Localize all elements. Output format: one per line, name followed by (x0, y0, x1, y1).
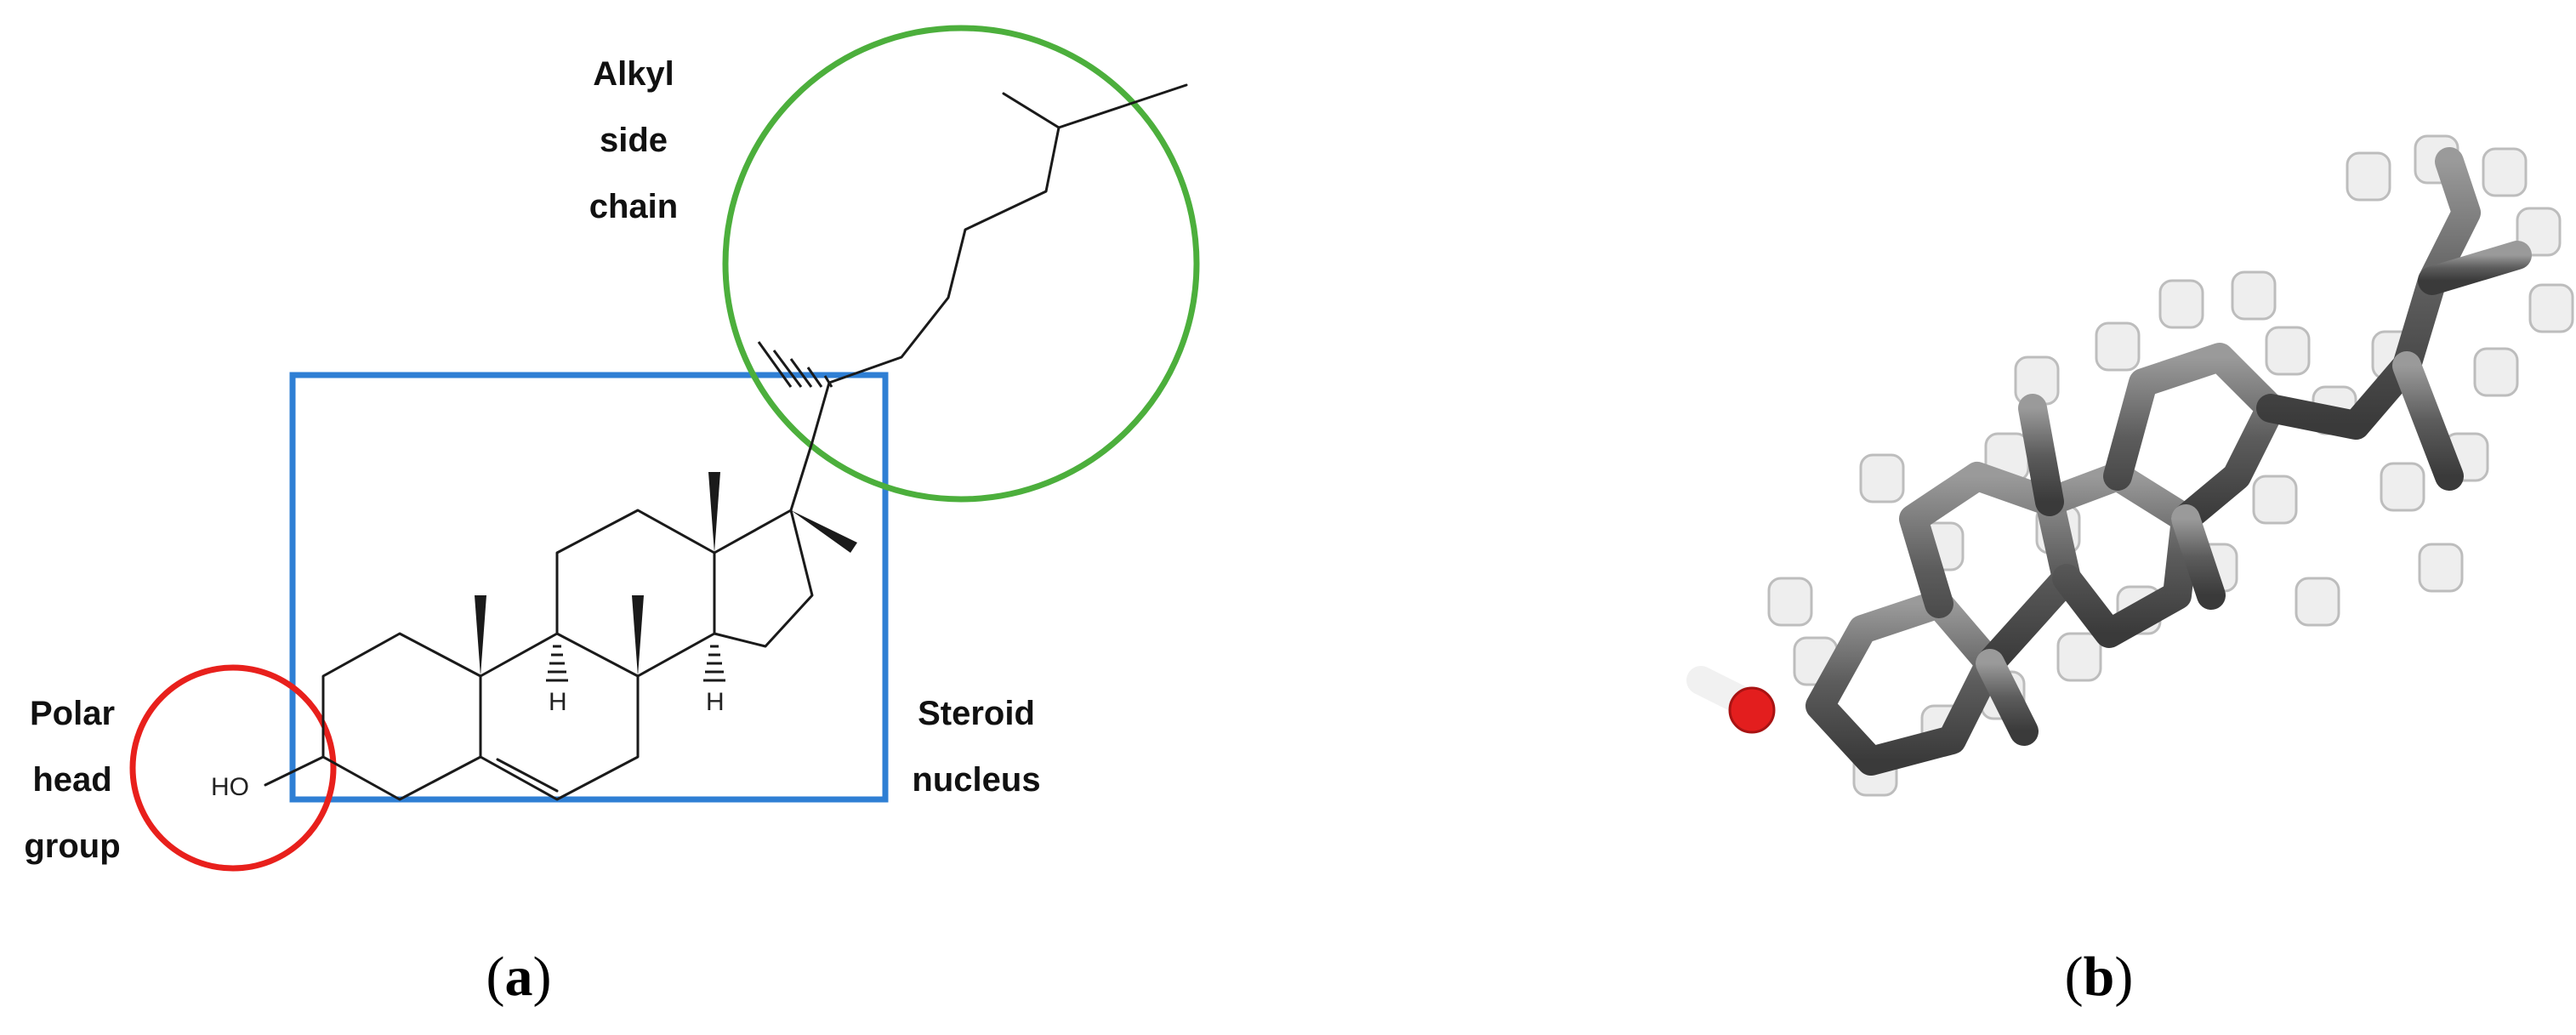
c17-wedge (791, 510, 857, 553)
steroid-nucleus-label: Steroid nucleus (912, 695, 1040, 799)
svg-text:head: head (32, 761, 111, 799)
svg-text:group: group (24, 827, 120, 865)
panel-a-structural-formula: HO H H Alkyl side chain Polar head group… (24, 25, 1200, 1008)
steroid-skeleton (264, 441, 857, 801)
polar-head-group-circle (129, 664, 337, 872)
steroid-nucleus-box (289, 372, 889, 803)
panel-b-caption: (b) (2065, 946, 2134, 1008)
hashed-bond-h9 (546, 645, 568, 682)
alkyl-side-chain-circle (722, 25, 1200, 503)
carbon-framework (1737, 147, 2532, 776)
hashed-bond-h14 (703, 645, 725, 682)
alkyl-side-chain-bonds (757, 83, 1188, 444)
hydroxyl-label: HO (211, 773, 249, 801)
c19-methyl-wedge (475, 595, 486, 676)
alkyl-side-chain-label: Alkyl side chain (589, 55, 678, 225)
panel-a-caption: (a) (486, 946, 552, 1008)
hydrogen-label-2: H (706, 688, 725, 716)
hashed-bond-c20 (757, 341, 833, 388)
svg-text:side: side (600, 122, 668, 159)
panel-b-3d-model: (b) (1686, 134, 2574, 1008)
svg-text:Alkyl: Alkyl (593, 55, 674, 93)
svg-text:nucleus: nucleus (912, 761, 1040, 799)
oxygen-atom (1686, 666, 1776, 734)
c18-methyl-wedge-top (708, 472, 720, 553)
hydrogen-label-1: H (549, 688, 567, 716)
svg-text:Polar: Polar (30, 695, 115, 732)
c18-methyl-wedge (632, 595, 644, 676)
polar-head-group-label: Polar head group (24, 695, 120, 865)
svg-text:chain: chain (589, 188, 678, 225)
svg-text:Steroid: Steroid (918, 695, 1035, 732)
